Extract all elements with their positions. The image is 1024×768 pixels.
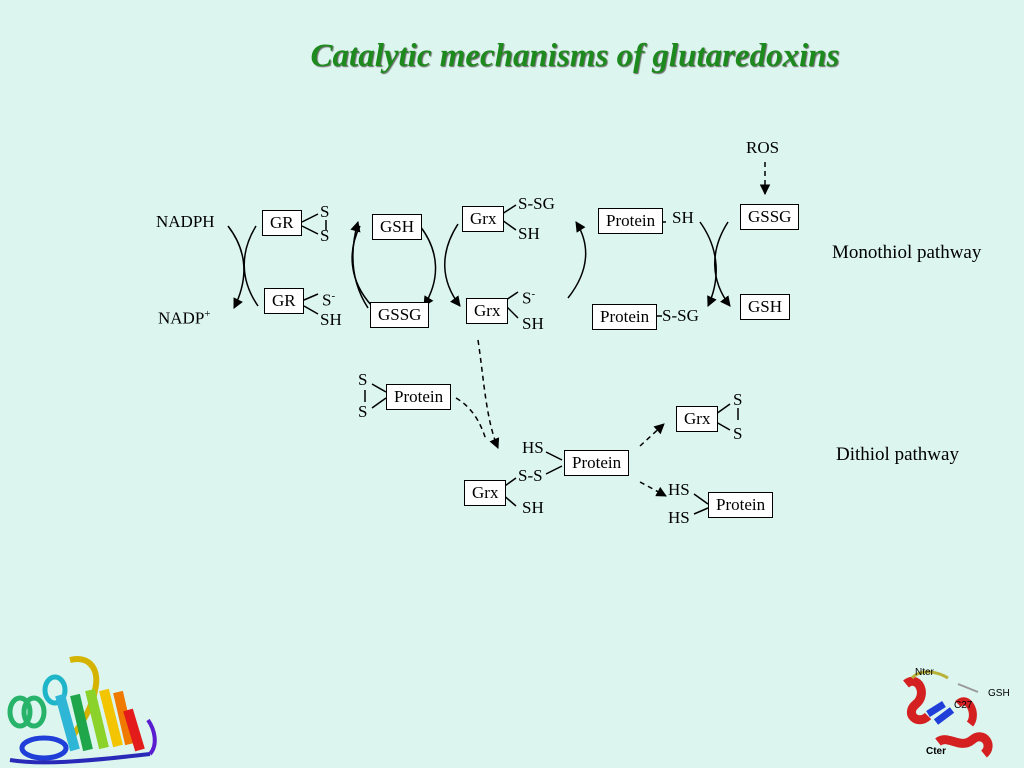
nadph-label: NADPH [156,212,215,231]
mixed-ss: S-S [518,466,543,485]
grx-structure-image [7,656,157,765]
grx-s-minus: S- [522,288,536,308]
grx-ssg: S-SG [518,194,555,213]
protein-mixed-hs: HS [522,438,544,457]
gr-s-bottom: S [320,226,330,245]
protein-disulfide-s-bottom: S [358,402,368,421]
protein-disulfide-box: Protein [386,384,452,410]
monothiol-pathway-label: Monothiol pathway [832,242,982,263]
gr-oxidized-box: GR [262,210,302,236]
mini-cter-label: Cter [926,746,947,757]
grx-sh-top: SH [518,224,540,243]
to-grx-oxidized-arrow [639,423,665,447]
protein-mixed-box: Protein [564,450,630,476]
gr-sh: SH [320,310,342,329]
mini-c27-label: C27 [954,700,973,711]
gr-s-minus: S- [322,290,336,310]
protein-reduced-hs-top: HS [668,480,690,499]
grx-top-box: Grx [462,206,505,232]
protein-bottom-box: Protein [592,304,658,330]
ros-label: ROS [746,138,780,157]
dithiol-pathway-label: Dithiol pathway [836,444,959,465]
gsh-arc-left [351,225,373,307]
protein-top-box: Protein [598,208,664,234]
grx-oxidized-box: Grx [676,406,719,432]
protein-reduced-box: Protein [708,492,774,518]
mini-gsh-label: GSH [988,688,1010,699]
gssg-box: GSSG [370,302,430,328]
protein-sh: SH [672,208,694,227]
protein-ssg: S-SG [662,306,699,325]
page-title: Catalytic mechanisms of glutaredoxins [310,38,840,74]
grx-mixed-sh: SH [522,498,544,517]
grx-oxidized-s-bottom: S [733,424,743,443]
grx-oxidized-s-top: S [733,390,743,409]
mini-nter-label: Nter [915,667,934,678]
gr-reduced-box: GR [264,288,304,314]
protein-arc-left [567,221,587,299]
protein-reduced-hs-bottom: HS [668,508,690,527]
gr-arc [243,225,259,307]
gsh-arc-right [419,225,437,307]
gr-s-top: S [320,202,330,221]
nadp-label: NADP+ [158,308,211,328]
nadph-arc [227,225,245,309]
protein-arc-right [699,221,717,307]
grx-to-dithiol-arrow [477,339,500,449]
gssg-right-box: GSSG [740,204,800,230]
gsh-box: GSH [372,214,423,240]
gsh-right-box: GSH [740,294,791,320]
grx-bottom-box: Grx [466,298,509,324]
protein-disulfide-arrow [455,397,487,441]
grx-sh-bottom: SH [522,314,544,333]
grx-arc [444,223,461,307]
grx-mixed-box: Grx [464,480,507,506]
protein-disulfide-s-top: S [358,370,368,389]
to-protein-reduced-arrow [639,481,667,497]
grx-monothiol-structure-image [903,670,993,758]
